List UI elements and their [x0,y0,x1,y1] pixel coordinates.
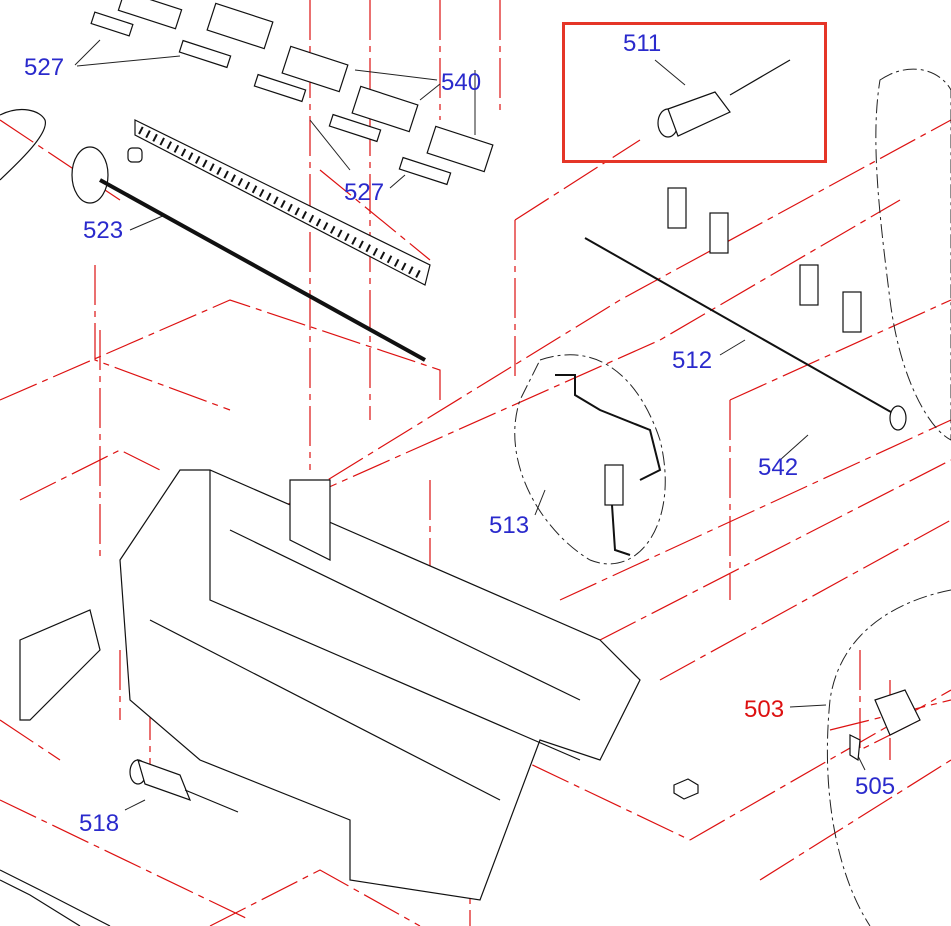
part-label-505[interactable]: 505 [855,773,896,800]
part-label-523[interactable]: 523 [83,217,124,244]
part-label-513[interactable]: 513 [489,512,530,539]
leader-lines [74,39,866,811]
part-label-527-top[interactable]: 527 [24,54,65,81]
part-label-540[interactable]: 540 [441,69,482,96]
part-label-542[interactable]: 542 [758,454,799,481]
part-label-527-right[interactable]: 527 [344,179,385,206]
part-label-512[interactable]: 512 [672,347,713,374]
highlight-box-511 [562,22,827,163]
parts-drawing [0,0,921,926]
assembly-label-503[interactable]: 503 [744,696,785,723]
group-outlines [514,68,951,926]
part-label-511[interactable]: 511 [623,30,662,57]
part-label-518[interactable]: 518 [79,810,120,837]
